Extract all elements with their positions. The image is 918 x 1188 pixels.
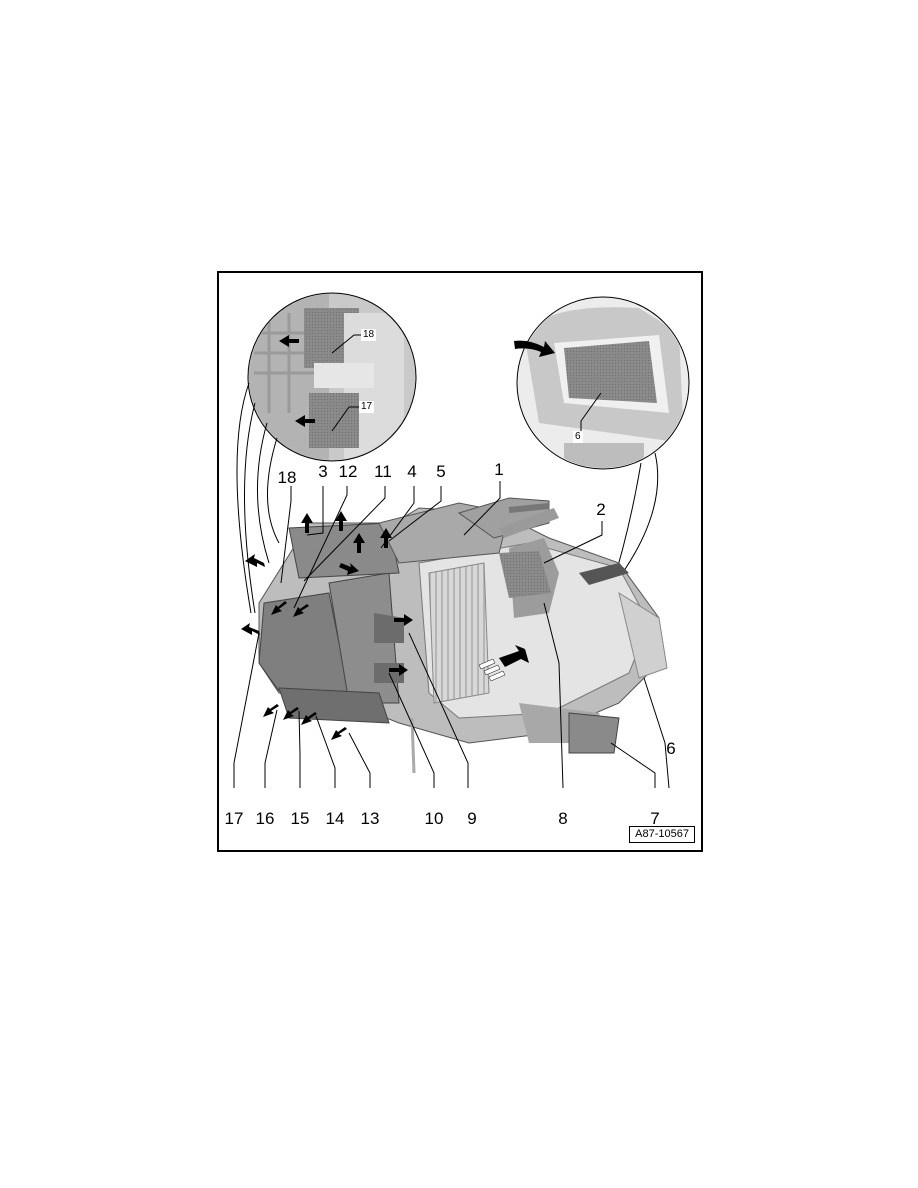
callout-7: 7	[650, 809, 660, 828]
inset-callout-17: 17	[359, 401, 375, 413]
callout-9: 9	[467, 809, 477, 828]
arrow-inset-6	[514, 340, 555, 357]
callout-17: 17	[224, 809, 244, 828]
arrow-inset-17	[295, 415, 315, 427]
right-detail-inset	[514, 296, 690, 470]
left-detail-inset	[247, 292, 417, 462]
callout-3: 3	[318, 462, 328, 481]
callout-14: 14	[325, 809, 345, 828]
hvac-assembly-illustration	[233, 292, 690, 789]
callout-15: 15	[290, 809, 310, 828]
callout-11: 11	[374, 462, 392, 481]
inset-callout-18: 18	[361, 329, 377, 341]
callout-5: 5	[436, 462, 446, 481]
callout-2: 2	[596, 500, 606, 519]
diagram-frame: 18 17 6 18 3 12 11 4 5 1 2 6 17 16 15 14…	[217, 271, 703, 852]
callout-1: 1	[494, 460, 504, 479]
callout-16: 16	[255, 809, 275, 828]
figure-reference-code: A87-10567	[629, 826, 695, 843]
callout-4: 4	[407, 462, 417, 481]
callout-12: 12	[338, 462, 358, 481]
callout-6: 6	[666, 739, 676, 758]
inset-callout-6: 6	[573, 431, 583, 443]
main-housing	[258, 497, 668, 774]
arrow-inset-18	[279, 335, 299, 347]
callout-18: 18	[277, 468, 297, 487]
callout-13: 13	[360, 809, 380, 828]
callout-10: 10	[424, 809, 444, 828]
callout-leader-lines	[233, 481, 670, 789]
callout-8: 8	[558, 809, 568, 828]
removal-direction-arrows	[241, 511, 529, 740]
